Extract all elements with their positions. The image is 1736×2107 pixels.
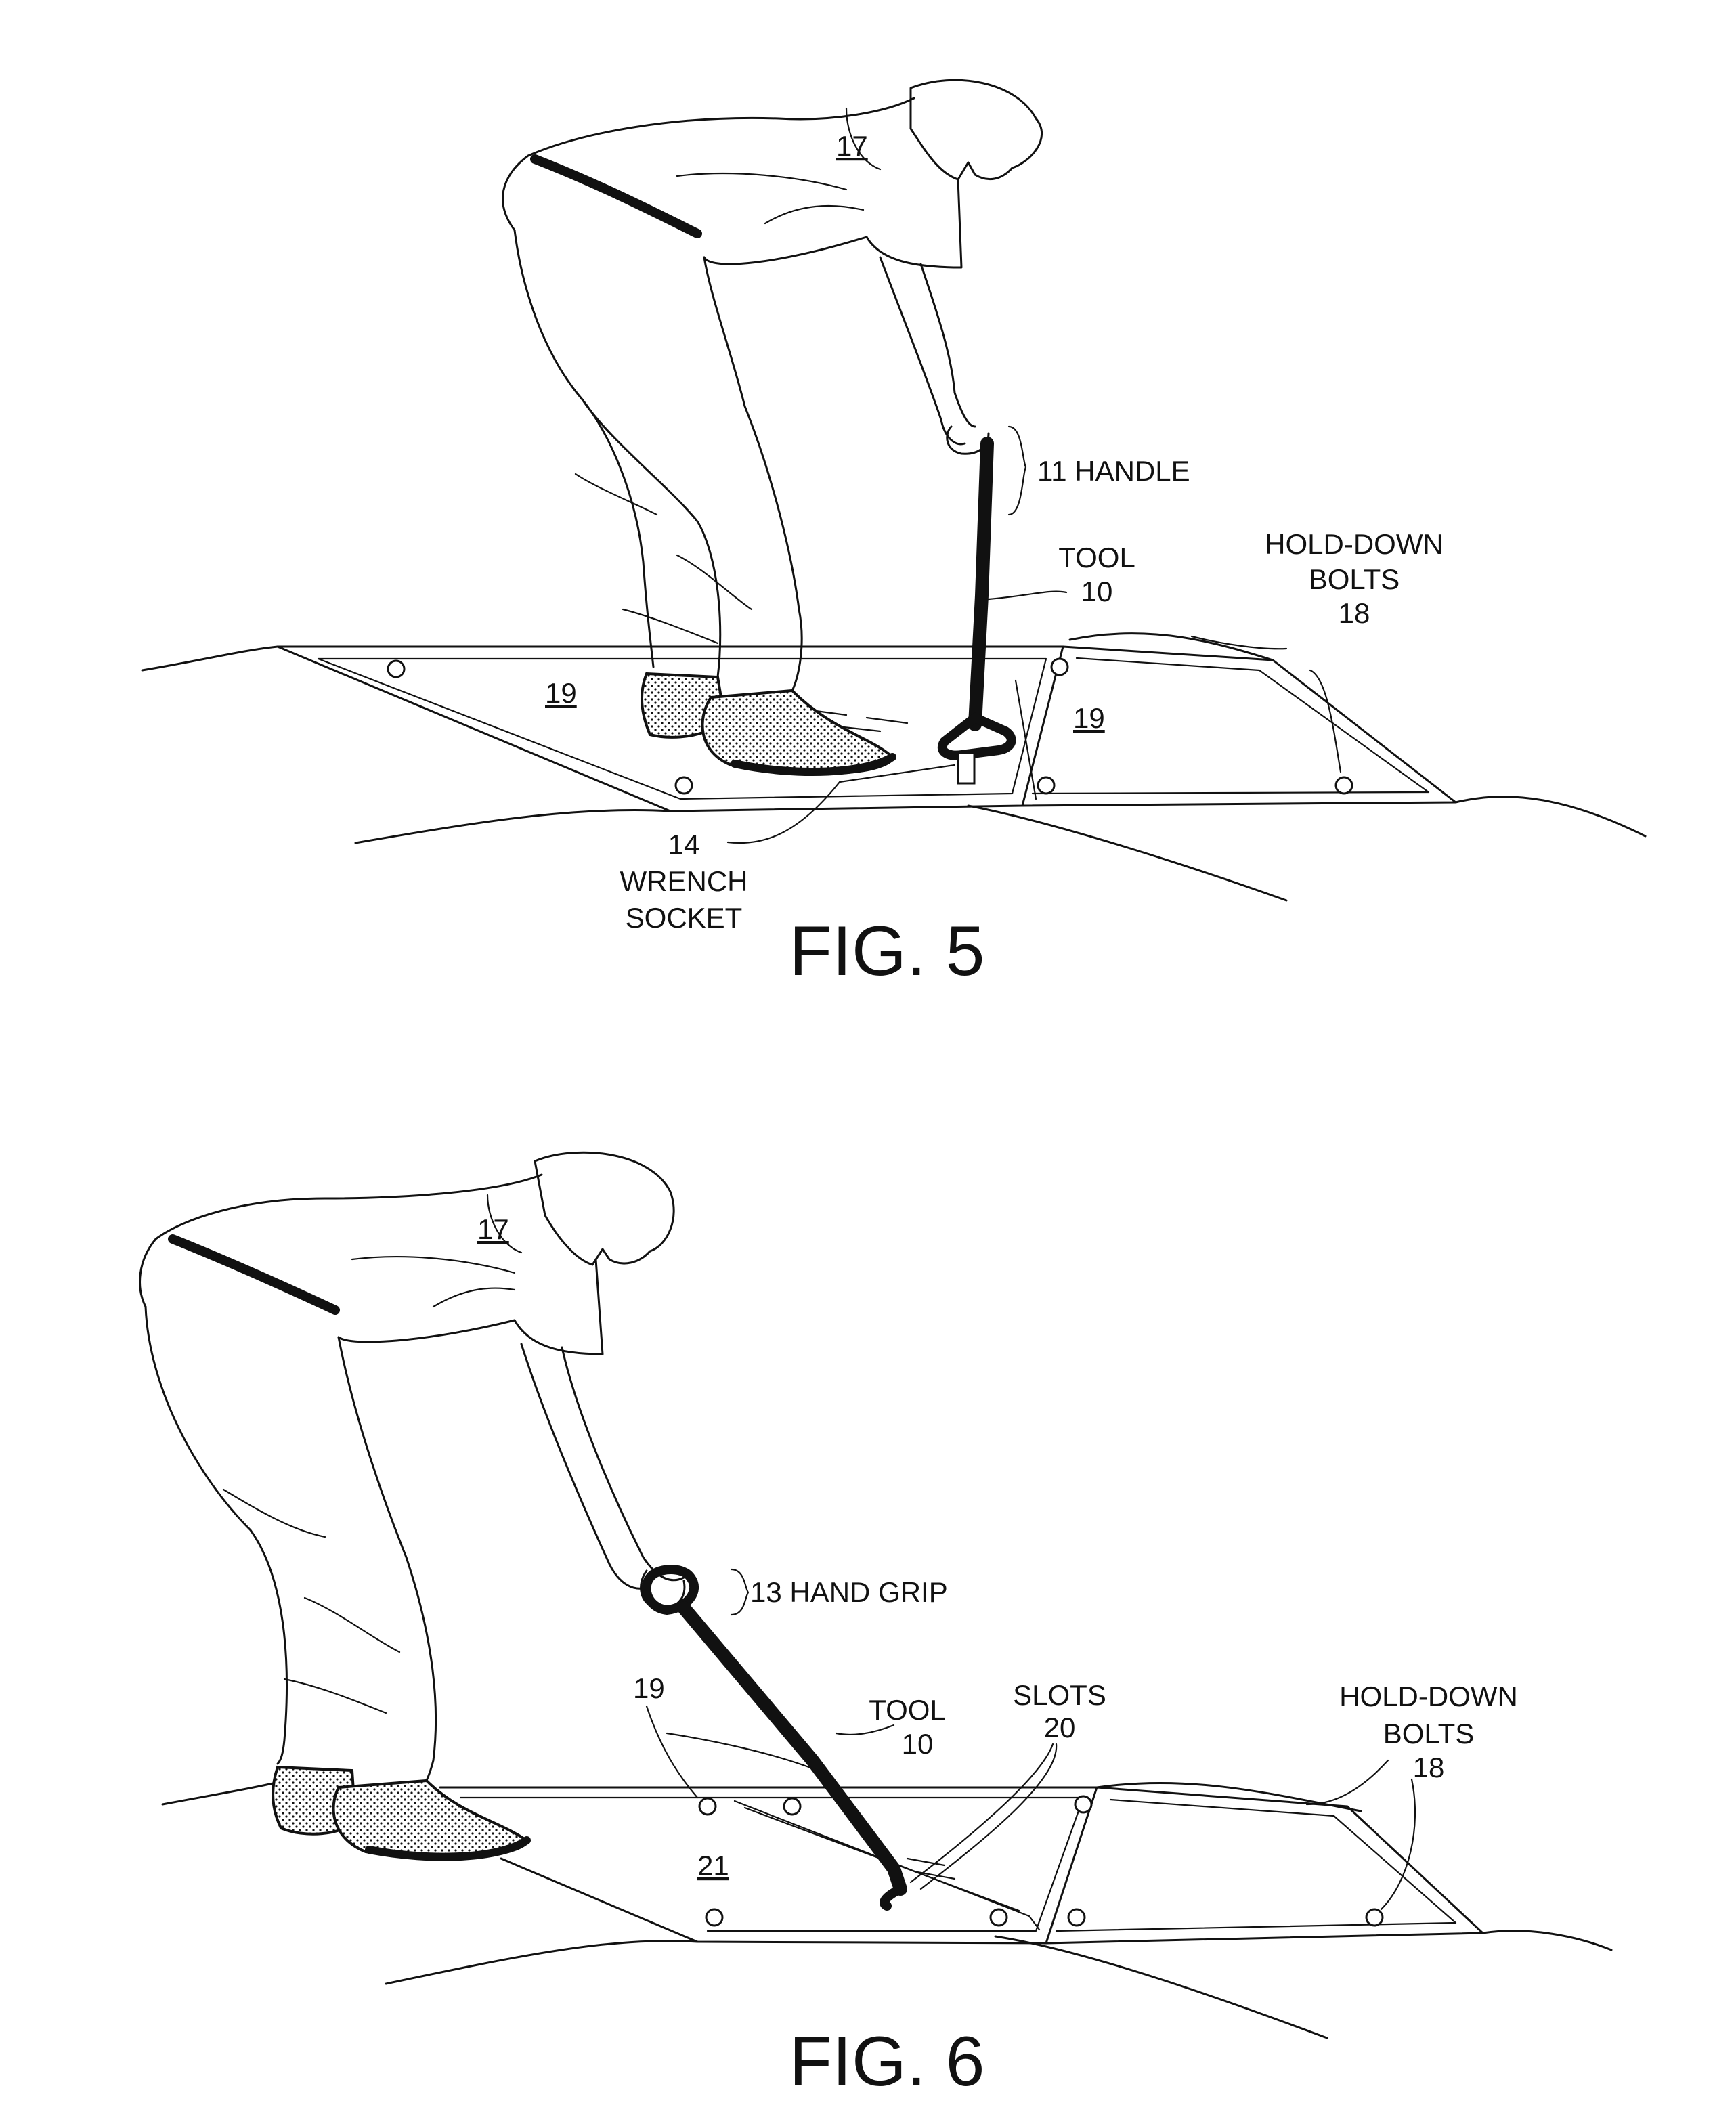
bolts-label-line3: 18 [1413, 1752, 1445, 1783]
tool-label-line1: TOOL [1058, 542, 1135, 573]
bolts-label-line1: HOLD-DOWN [1265, 528, 1444, 560]
plate-right-label: 19 [1073, 702, 1105, 734]
person [139, 1151, 686, 1861]
hold-down-plates [439, 1786, 1484, 1945]
figure-5-caption: FIG. 5 [789, 912, 985, 991]
handle-label: 11 HANDLE [1037, 455, 1190, 487]
bolts-label-line2: BOLTS [1309, 563, 1400, 595]
person-label: 17 [836, 130, 868, 162]
plate-number-label: 19 [633, 1672, 665, 1704]
leaders [726, 425, 1342, 844]
slots-label-line1: SLOTS [1013, 1679, 1106, 1711]
bolts-label-line3: 18 [1339, 597, 1370, 629]
tool-label-line2: 10 [1081, 575, 1113, 607]
bolts-label-line2: BOLTS [1383, 1718, 1475, 1750]
tool-label-line1: TOOL [869, 1694, 946, 1726]
socket-label-line3: SOCKET [626, 902, 743, 934]
hold-down-plates [276, 645, 1457, 812]
slots-label-line2: 20 [1044, 1712, 1076, 1743]
tool [937, 437, 1016, 785]
hand-grip-label: 13 HAND GRIP [750, 1576, 948, 1608]
socket-label-line2: WRENCH [620, 865, 748, 897]
plate-center-label: 21 [697, 1850, 729, 1882]
person [502, 79, 1043, 776]
ground-surface [141, 632, 1647, 902]
plate-left-label: 19 [545, 677, 577, 709]
person-label: 17 [477, 1213, 509, 1245]
leaders [645, 1568, 1416, 1911]
tool [641, 1565, 907, 1911]
bolts-label-line1: HOLD-DOWN [1339, 1680, 1518, 1712]
socket-label-line1: 14 [668, 829, 700, 861]
figure-6-caption: FIG. 6 [789, 2022, 985, 2101]
figure-5: 17 19 19 11 HANDLE TOOL 10 HOLD-DOWN BOL… [141, 79, 1647, 991]
tool-label-line2: 10 [902, 1728, 934, 1760]
figure-6: 17 19 21 13 HAND GRIP TOOL 10 SLOTS 20 H… [139, 1151, 1613, 2101]
